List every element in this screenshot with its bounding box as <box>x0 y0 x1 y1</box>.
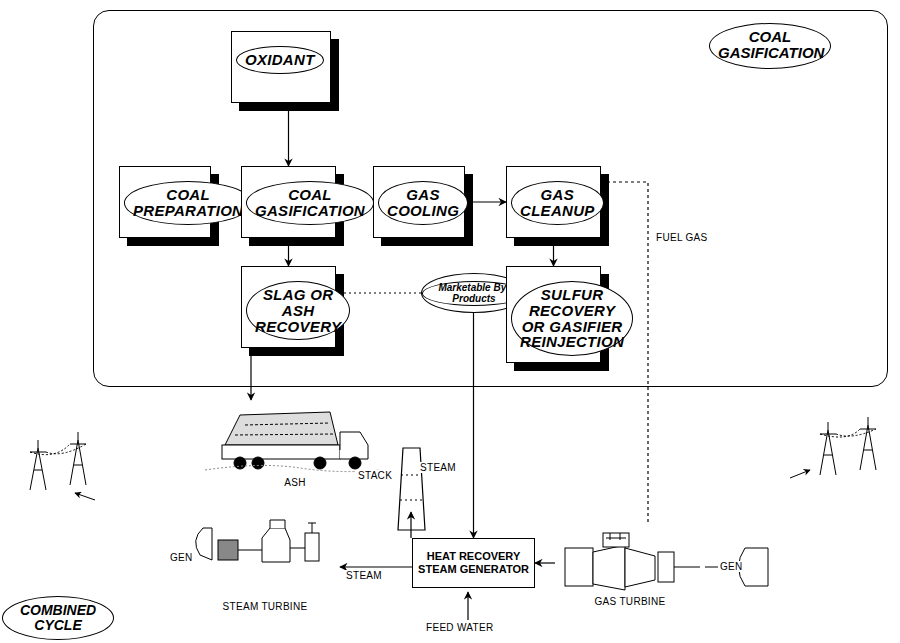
connector-label: STEAM <box>418 462 458 473</box>
process-box: COAL GASIFICATION <box>241 166 336 238</box>
steam-turbine <box>196 520 319 562</box>
part-label: GEN <box>168 552 195 563</box>
process-box: GAS CLEANUP <box>506 166 601 238</box>
node-label: STEAM TURBINE <box>190 601 340 612</box>
process-box: GAS COOLING <box>373 166 465 238</box>
node-label: COAL GASIFICATION <box>709 23 831 69</box>
node-label: ASH <box>215 477 375 488</box>
connector-label: FUEL GAS <box>654 232 710 243</box>
flow-connector <box>473 313 474 538</box>
title-oval: COMBINED CYCLE <box>2 596 114 640</box>
feed-water-arrow <box>467 592 468 620</box>
node-label: COAL PREPARATION <box>124 181 252 225</box>
gas-turbine <box>565 533 768 590</box>
node-label: SLAG OR ASH RECOVERY <box>246 281 350 340</box>
flow-connector <box>250 348 251 400</box>
flow-connector <box>288 103 289 166</box>
part-label: GEN <box>718 561 745 572</box>
part-label: FEED WATER <box>424 622 495 633</box>
node-label: SULFUR RECOVERY OR GASIFIER REINJECTION <box>511 281 633 356</box>
flow-connector <box>288 238 289 266</box>
node-label: GAS CLEANUP <box>511 181 604 225</box>
node-label: COMBINED CYCLE <box>3 603 113 632</box>
process-region: COAL GASIFICATION OXIDANT COAL PREPARATION… <box>93 10 888 387</box>
process-box: SULFUR RECOVERY OR GASIFIER REINJECTION <box>506 266 601 363</box>
part-label: STACK <box>356 470 394 481</box>
node-label: HEAT RECOVERY STEAM GENERATOR <box>413 550 534 575</box>
flow-connector <box>601 182 648 525</box>
flow-connector <box>340 566 412 567</box>
process-box: COAL PREPARATION <box>119 166 211 238</box>
power-tower <box>30 417 876 500</box>
process-box: SLAG OR ASH RECOVERY <box>241 266 336 348</box>
flow-connector <box>465 201 506 202</box>
flow-connector <box>535 562 555 563</box>
truck <box>205 412 380 472</box>
node-label: OXIDANT <box>236 46 324 74</box>
process-box: OXIDANT <box>231 31 331 103</box>
gas-turbine: GAS TURBINE <box>555 525 705 607</box>
node-label: GAS TURBINE <box>555 596 705 607</box>
steam-turbine: STEAM TURBINE <box>190 512 340 612</box>
connector-label: STEAM <box>344 570 384 581</box>
node-label: GAS COOLING <box>378 181 468 225</box>
flow-connector <box>344 292 421 293</box>
flow-connector <box>553 238 554 266</box>
hrsg-box: HEAT RECOVERY STEAM GENERATOR <box>412 538 535 588</box>
ash-truck: ASH <box>215 400 375 488</box>
node-label: COAL GASIFICATION <box>246 181 374 225</box>
